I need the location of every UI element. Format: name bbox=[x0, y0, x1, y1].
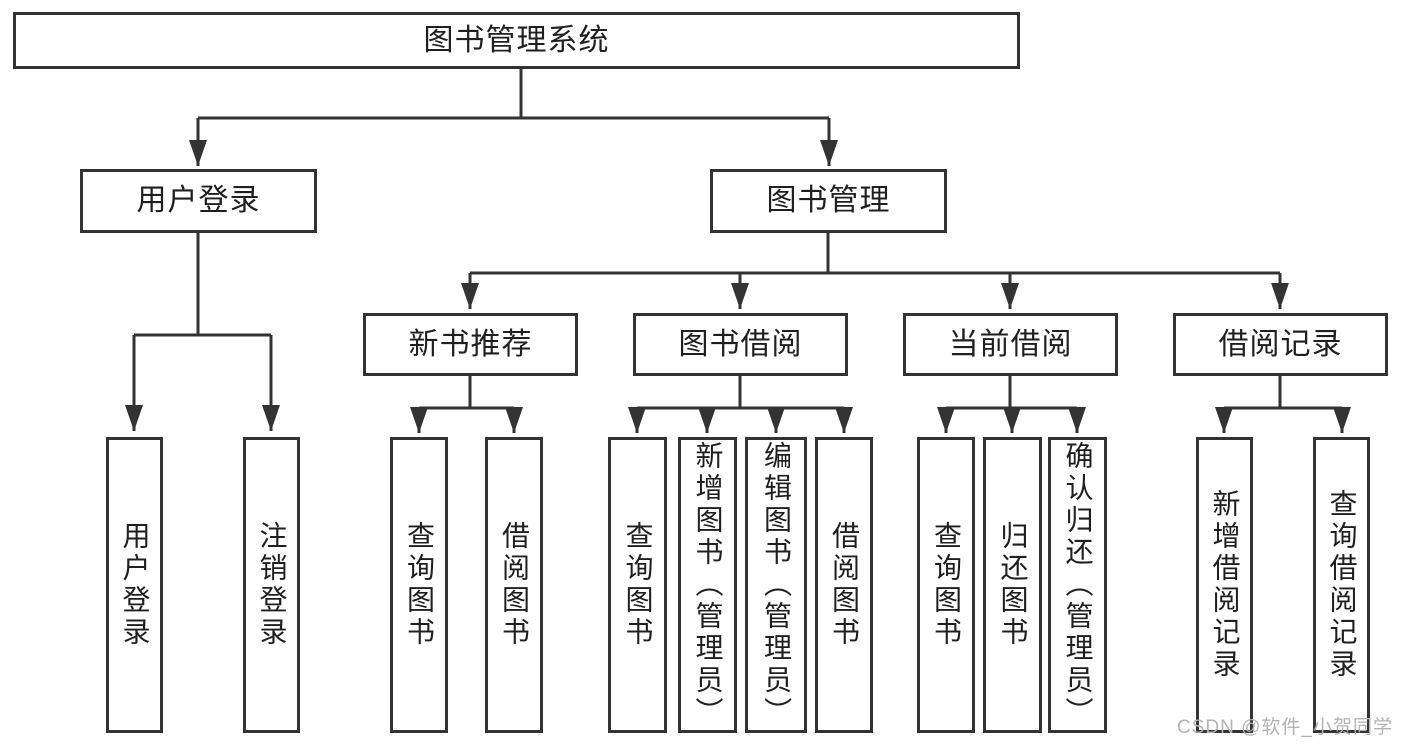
node-book-mgmt-label: 图书管理 bbox=[766, 184, 891, 217]
node-leaf-user-login-label: 用户登录 bbox=[119, 521, 151, 649]
node-borrow-record: 借阅记录 bbox=[1173, 313, 1388, 376]
node-leaf-return-books-label: 归还图书 bbox=[997, 521, 1029, 649]
node-leaf-query-books-current: 查询图书 bbox=[917, 437, 975, 733]
node-book-borrow-label: 图书借阅 bbox=[678, 327, 803, 361]
node-leaf-borrow-books-borrow-label: 借阅图书 bbox=[829, 521, 860, 649]
node-leaf-query-record: 查询借阅记录 bbox=[1313, 437, 1370, 733]
node-new-book-rec-label: 新书推荐 bbox=[408, 327, 533, 361]
node-leaf-query-books-borrow-label: 查询图书 bbox=[622, 521, 654, 649]
node-leaf-borrow-books-borrow: 借阅图书 bbox=[815, 437, 873, 733]
node-leaf-borrow-books-rec: 借阅图书 bbox=[485, 437, 543, 733]
node-leaf-confirm-return-label: 确认归还（管理员） bbox=[1062, 441, 1094, 729]
node-leaf-logout: 注销登录 bbox=[243, 437, 300, 733]
csdn-watermark: CSDN @软件_小贺同学 bbox=[1177, 717, 1393, 738]
node-leaf-query-books-rec: 查询图书 bbox=[390, 437, 448, 733]
node-current-borrow: 当前借阅 bbox=[903, 313, 1118, 376]
node-leaf-confirm-return: 确认归还（管理员） bbox=[1048, 437, 1107, 733]
node-leaf-query-books-current-label: 查询图书 bbox=[931, 521, 962, 649]
node-leaf-query-record-label: 查询借阅记录 bbox=[1326, 489, 1358, 681]
node-leaf-logout-label: 注销登录 bbox=[256, 521, 288, 649]
node-root: 图书管理系统 bbox=[13, 12, 1020, 69]
node-user-login-label: 用户登录 bbox=[136, 184, 261, 217]
node-user-login: 用户登录 bbox=[80, 169, 317, 233]
node-root-label: 图书管理系统 bbox=[423, 23, 610, 57]
node-leaf-add-books-label: 新增图书（管理员） bbox=[692, 441, 724, 729]
node-current-borrow-label: 当前借阅 bbox=[948, 327, 1073, 361]
node-leaf-add-books: 新增图书（管理员） bbox=[678, 437, 737, 733]
node-leaf-edit-books: 编辑图书（管理员） bbox=[745, 437, 807, 733]
node-leaf-query-books-borrow: 查询图书 bbox=[608, 437, 667, 733]
node-book-mgmt: 图书管理 bbox=[710, 169, 947, 233]
node-leaf-return-books: 归还图书 bbox=[983, 437, 1042, 733]
node-leaf-user-login: 用户登录 bbox=[106, 437, 163, 733]
node-leaf-edit-books-label: 编辑图书（管理员） bbox=[761, 441, 792, 729]
node-new-book-rec: 新书推荐 bbox=[363, 313, 578, 376]
node-leaf-borrow-books-rec-label: 借阅图书 bbox=[499, 521, 530, 649]
node-leaf-query-books-rec-label: 查询图书 bbox=[404, 521, 435, 649]
node-leaf-add-record-label: 新增借阅记录 bbox=[1209, 489, 1241, 681]
node-borrow-record-label: 借阅记录 bbox=[1218, 327, 1343, 361]
node-leaf-add-record: 新增借阅记录 bbox=[1196, 437, 1253, 733]
node-book-borrow: 图书借阅 bbox=[633, 313, 848, 376]
